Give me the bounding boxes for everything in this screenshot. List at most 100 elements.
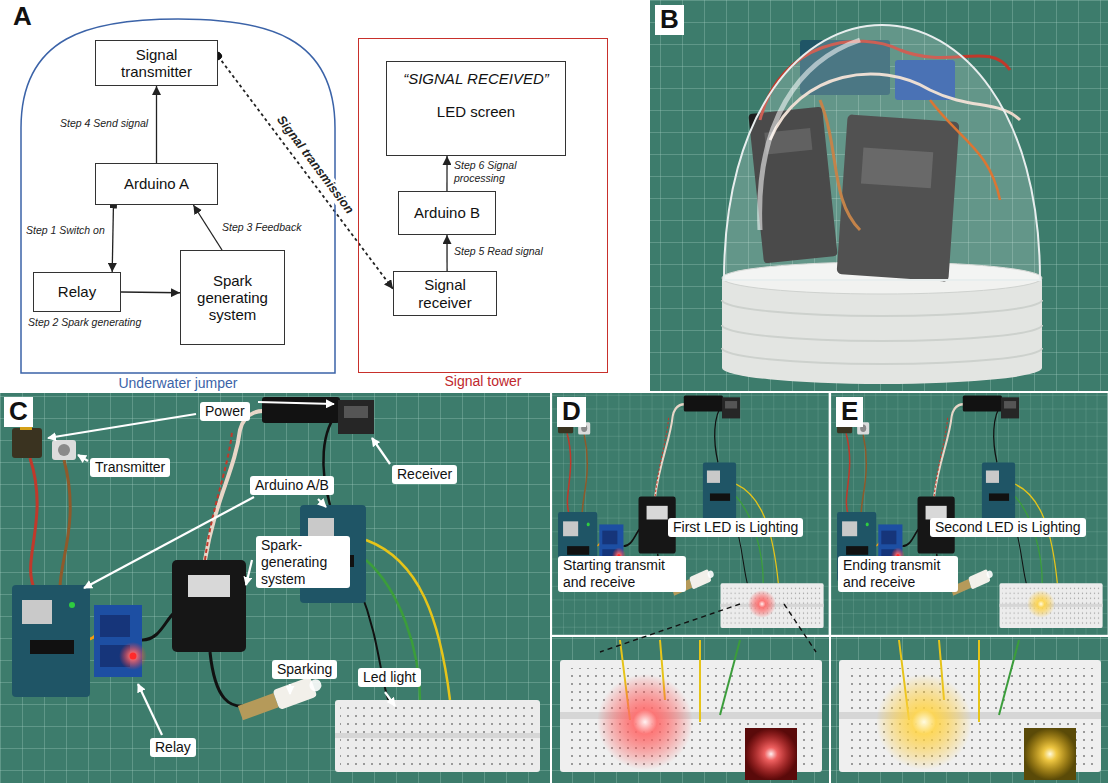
status-note: Starting transmit and receive [558,556,686,592]
process-box: Signal receiver [393,271,497,316]
group-label: Signal tower [329,373,637,389]
panel-letter: A [8,2,37,32]
part-callout: Sparking [272,660,337,679]
bench-photo [30,458,37,590]
leader-arrow [258,402,334,404]
bench-photo [360,590,390,705]
arrow-connector [193,205,222,250]
bench-photo [262,397,340,423]
process-box: Relay [33,272,121,312]
process-box: Signal transmitter [95,40,218,86]
box-label: “SIGNAL RECEIVED” [403,70,549,87]
bench-photo [0,393,550,783]
edge-label: Signal transmission [272,112,358,219]
bench-photo [69,602,75,608]
bench-photo [142,612,175,640]
part-callout: Relay [150,738,196,757]
leader-arrow [246,560,252,585]
dome-photo [722,300,1042,364]
edge-label: Step 3 Feedback [220,221,303,234]
box-label: Signal receiver [400,276,490,311]
leader-arrow [84,497,254,588]
start-photo [552,637,829,783]
bench-photo [12,428,42,458]
dome-photo [650,0,1108,391]
start-photo [597,674,693,770]
panel-letter: D [557,397,586,427]
bench-photo [12,585,90,697]
edge-label: Step 5 Read signal [452,245,545,258]
start-photo [552,393,829,635]
bench-photo [30,640,74,654]
start-photo [745,728,797,780]
bench-photo [188,575,230,597]
group-label: Underwater jumper [0,375,366,391]
box-label: Arduino A [124,175,189,192]
bench-photo [119,642,147,670]
arrow-connector [121,291,180,293]
arrow-connector [156,86,157,163]
bench-photo [308,678,323,693]
part-callout: Transmitter [90,458,170,477]
bench-photo [0,393,550,783]
bench-photo [344,406,368,418]
status-note: Second LED is Lighting [930,518,1086,537]
arch-outline [21,19,335,373]
bench-photo [130,653,137,660]
dome-photo [650,0,1108,391]
arrow-connector [446,235,447,271]
box-label: Arduino B [414,204,480,221]
leader-arrow [78,455,88,461]
leader-arrow [385,692,395,706]
leader-arrow [318,499,326,507]
dome-photo [760,40,860,230]
end-photo [831,637,1108,783]
arrow-connector [446,156,447,191]
dome-photo [650,0,1108,391]
leader-arrow [138,684,162,735]
process-box: Arduino A [95,163,218,205]
start-photo [748,590,776,618]
edge-label: Step 2 Spark generating [26,316,143,329]
process-box: Arduino B [398,191,496,235]
dome-photo [724,25,1040,280]
bench-photo [58,444,70,456]
bench-photo [52,440,76,460]
edge-label: Step 1 Switch on [24,224,107,237]
screen-box: “SIGNAL RECEIVED” LED screen [386,61,566,156]
part-callout: Arduino A/B [250,476,334,495]
arrow-connector [112,205,113,272]
bench-photo [335,733,540,738]
bench-photo [335,700,540,772]
box-label: Spark generating system [187,272,278,324]
bench-photo [100,615,130,637]
box-label: Signal transmitter [102,46,211,81]
part-callout: Power [200,402,250,421]
end-photo [999,640,1019,715]
end-photo [1024,728,1076,780]
start-photo [552,393,829,635]
part-callout: Receiver [392,465,457,484]
bench-photo [205,432,232,560]
status-note: Ending transmit and receive [838,556,958,592]
part-callout: Spark-generating system [256,536,350,588]
start-photo [720,640,740,715]
start-photo [552,393,829,783]
leader-arrow [289,684,291,694]
bench-photo [210,652,250,706]
bench-photo [60,460,70,588]
status-note: First LED is Lighting [668,518,803,537]
box-label: LED screen [437,103,515,120]
process-box: Spark generating system [180,250,285,345]
group-frame: Signal tower“SIGNAL RECEIVED”LED screenA… [358,38,608,373]
leader-arrow [48,414,196,438]
end-photo [831,393,1108,783]
bench-photo [0,393,550,783]
end-photo [831,393,1108,635]
end-photo [1027,590,1055,618]
bench-photo [238,693,279,720]
panel-letter: C [4,397,33,427]
bench-photo [172,560,246,652]
part-callout: Led light [358,668,421,687]
panel-letter: E [836,397,863,427]
